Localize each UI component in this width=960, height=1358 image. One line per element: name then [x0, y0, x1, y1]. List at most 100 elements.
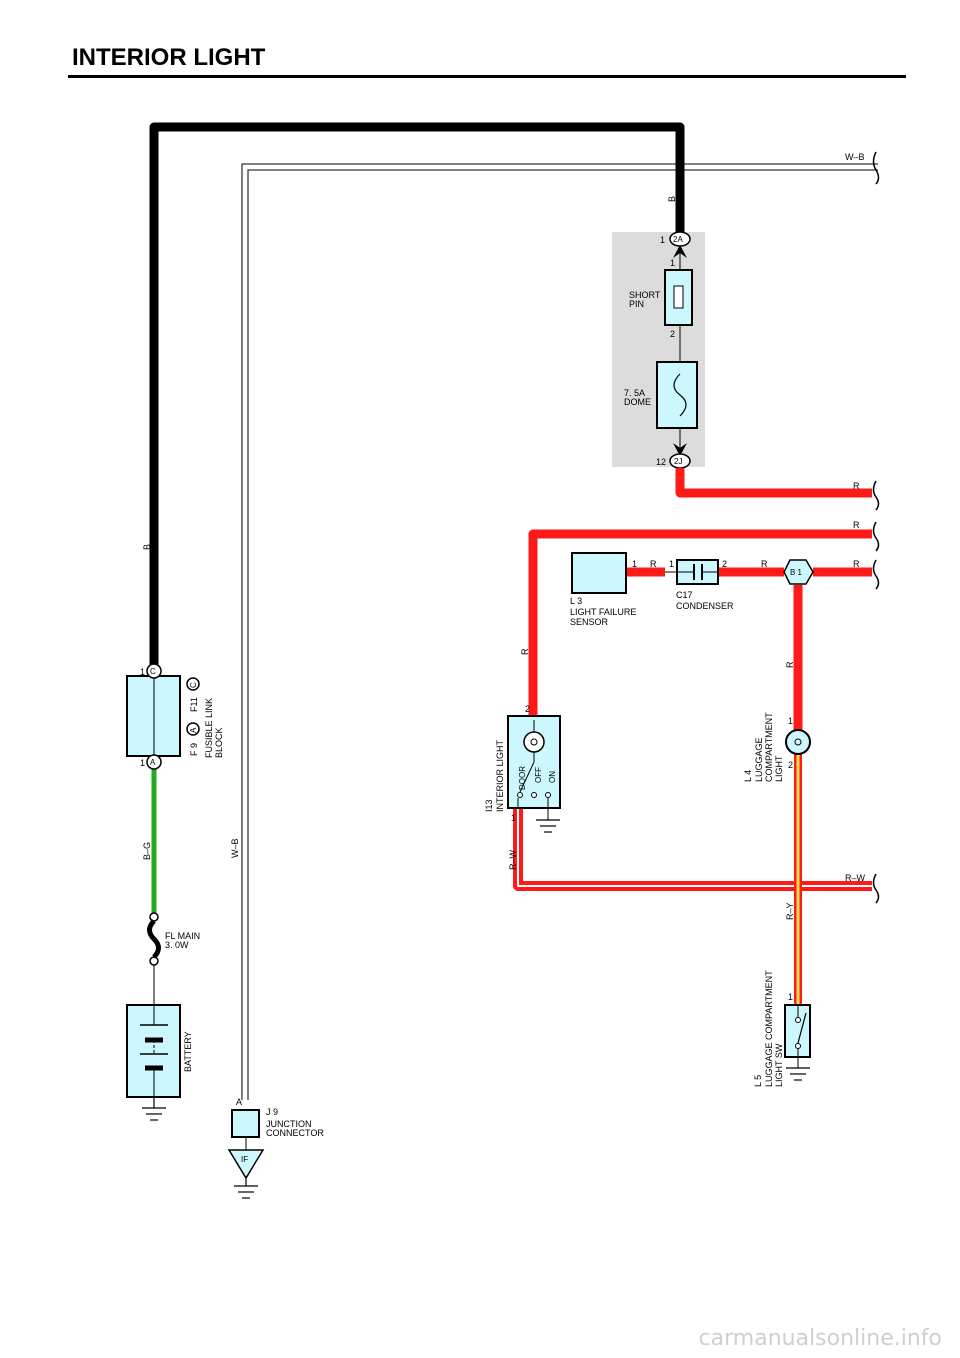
wire-label-r-left-vertical: R — [520, 648, 530, 655]
condenser-pin-right: 2 — [722, 559, 727, 569]
b-wire-main — [149, 122, 685, 668]
luggage-light-label: LUGGAGECOMPARTMENTLIGHT — [754, 712, 784, 782]
connector-2a — [669, 231, 691, 247]
fusible-link-label-line: FUSIBLE LINK — [204, 698, 214, 758]
wire-label-r-condenser: R — [761, 559, 768, 569]
splice-label: B 1 — [790, 568, 803, 577]
interior-switch-icon — [517, 752, 551, 820]
fusible-link-ref-c: F11 — [189, 697, 199, 712]
fl-main-label-line: FL MAIN — [165, 931, 200, 941]
condenser-ref: C17 — [676, 590, 693, 600]
light-failure-sensor-label-line: LIGHT FAILURE — [570, 607, 636, 617]
connector-2a-pin: 1 — [660, 235, 665, 245]
fl-main-label-line: 3. 0W — [165, 940, 189, 950]
junction-connector-label-line: JUNCTION — [266, 1119, 312, 1129]
connector-2j-label: 2J — [674, 457, 682, 466]
wire-label-r-w-right: R–W — [845, 873, 866, 883]
r-w-wire — [513, 808, 872, 891]
wire-label-b-top: B — [667, 196, 677, 202]
title-underline — [68, 75, 906, 78]
interior-ground-icon — [536, 819, 560, 833]
light-failure-sensor — [571, 552, 627, 594]
dome-fuse-label-line: DOME — [624, 397, 651, 407]
watermark: carmanualsonline.info — [698, 1326, 942, 1351]
wire-label-r-out-1: R — [853, 481, 860, 491]
wire-label-r-sensor: R — [650, 559, 657, 569]
short-pin-label-line: SHORT — [629, 290, 661, 300]
connector-2a-label: 2A — [673, 235, 683, 244]
battery-ground-icon — [142, 1097, 166, 1121]
j9-ground-icon — [234, 1178, 258, 1199]
connector-c-ref-letter: C — [189, 682, 198, 688]
luggage-switch-label-line: LIGHT SW — [774, 1043, 784, 1087]
interior-bulb-icon — [523, 731, 545, 753]
short-pin-element — [673, 285, 684, 309]
connector-c-ref — [186, 677, 200, 691]
capacitor-icon — [665, 564, 718, 580]
dome-fuse-label-line: 7. 5A — [624, 388, 645, 398]
luggage-light-filament-icon — [794, 738, 802, 746]
luggage-light-pin-top: 1 — [788, 716, 793, 726]
interior-light-label: INTERIOR LIGHT — [495, 739, 505, 812]
interior-light-pin-bottom: 1 — [511, 813, 516, 823]
interior-light-pin-top: 2 — [525, 704, 530, 714]
wire-label-b-left: B — [142, 544, 152, 550]
connector-2j-pin: 12 — [656, 457, 666, 467]
wire-label-b-g: B–G — [142, 842, 152, 860]
luggage-light-label-line: LUGGAGE — [754, 737, 764, 782]
connector-a — [146, 754, 162, 770]
connector-c — [146, 663, 162, 679]
fl-main-terminal-bottom — [149, 956, 159, 966]
junction-connector-pin: A — [236, 1097, 242, 1107]
battery-label: BATTERY — [183, 1031, 193, 1072]
light-failure-sensor-label-line: SENSOR — [570, 617, 609, 627]
fl-main-terminal-top — [149, 912, 159, 922]
dome-fuse — [656, 361, 698, 429]
interior-switch-door: DOOR — [518, 766, 527, 790]
short-pin-pin-bottom: 2 — [670, 329, 675, 339]
luggage-switch-label: LUGGAGE COMPARTMENTLIGHT SW — [764, 970, 784, 1087]
luggage-light-ref: L 4 — [743, 770, 753, 782]
splice-b1 — [783, 559, 814, 585]
w-b-wire — [241, 163, 878, 1100]
if-ground-label: IF — [241, 1155, 248, 1164]
connector-a-pin: 1 — [140, 758, 145, 768]
luggage-light-pin-bottom: 2 — [788, 760, 793, 770]
red-wires — [528, 468, 872, 730]
light-failure-sensor-ref: L 3 — [570, 596, 582, 606]
luggage-switch-label-line: LUGGAGE COMPARTMENT — [764, 970, 774, 1087]
luggage-light-label-line: COMPARTMENT — [764, 712, 774, 782]
fuse-symbol-icon — [673, 373, 687, 417]
fusible-link-label: FUSIBLE LINKBLOCK — [204, 698, 224, 758]
fusible-link-label-line: BLOCK — [214, 727, 224, 758]
junction-connector-ref: J 9 — [266, 1107, 278, 1117]
wire-label-r-y: R–Y — [785, 902, 795, 920]
wire-label-r-w-left: R–W — [508, 849, 518, 870]
wire-label-w-b-top: W–B — [845, 152, 865, 162]
interior-light-ref: I13 — [484, 799, 494, 812]
fl-main-symbol-icon — [147, 919, 161, 959]
short-pin-label-line: PIN — [629, 299, 644, 309]
connector-a-ref-letter: A — [189, 727, 198, 733]
interior-switch-off: OFF — [534, 767, 543, 783]
short-pin-pin-top: 1 — [670, 258, 675, 268]
connector-c-label: C — [150, 667, 156, 676]
wire-label-r-out-3: R — [853, 559, 860, 569]
luggage-light-label-line: LIGHT — [774, 755, 784, 782]
wire-label-r-out-2: R — [853, 520, 860, 530]
fusible-link-ref-a: F 9 — [189, 743, 199, 756]
jb-arrow-top-icon — [673, 245, 687, 258]
connector-a-ref — [186, 722, 200, 736]
battery-cell-icon — [140, 1005, 168, 1097]
luggage-switch-icon — [795, 1005, 807, 1068]
connector-a-label: A — [150, 758, 156, 767]
connector-c-pin: 1 — [140, 667, 145, 677]
junction-connector-label-line: CONNECTOR — [266, 1128, 324, 1138]
junction-block-background — [612, 232, 705, 467]
interior-bulb-filament — [530, 738, 538, 746]
wire-break-marks — [872, 151, 880, 904]
